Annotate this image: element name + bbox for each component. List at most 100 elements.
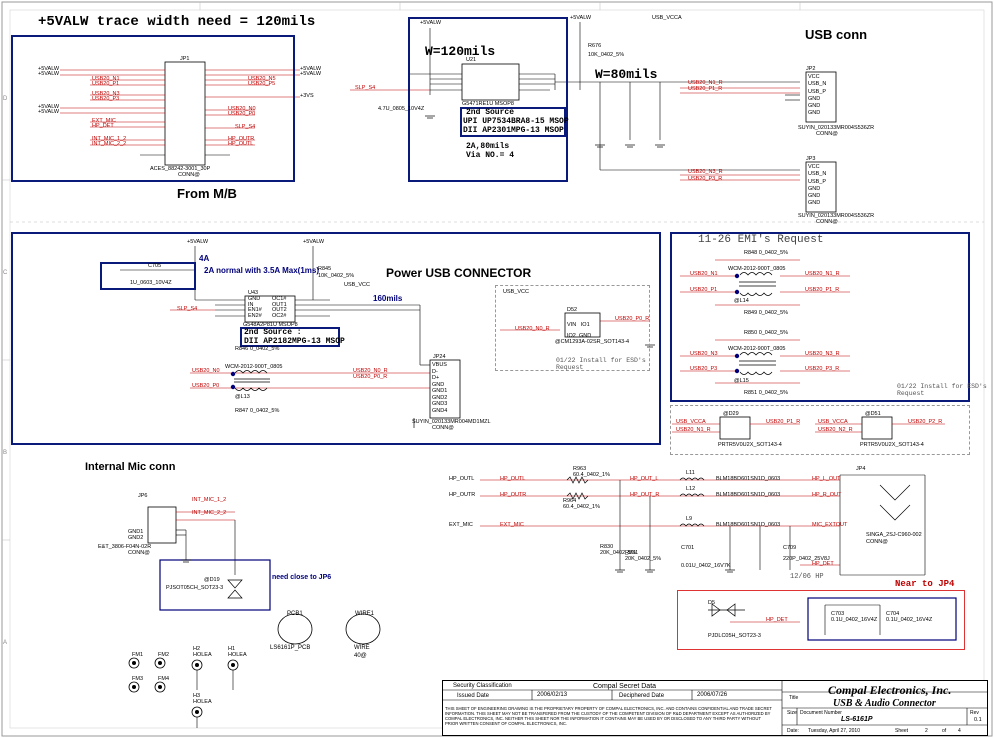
emi-in-0: USB20_N1 [690, 271, 718, 277]
v5alw-top-2: +5VALW [570, 15, 592, 21]
c465-val: 4.7U_0805_10V4Z [378, 106, 425, 112]
title-label: Title [789, 695, 799, 701]
second-source-1-e: Via NO.= 4 [466, 151, 515, 160]
usb-p0r-pu: USB20_P0_R [353, 374, 388, 380]
jp24-part: SUYIN_020133MR004MD1MZL [412, 419, 491, 425]
jp3-conn: CONN@ [816, 219, 838, 225]
hp-det-audio: HP_DET [812, 561, 834, 567]
jp2-conn: CONN@ [816, 131, 838, 137]
pcb-name: LS6161P_PCB [270, 645, 311, 651]
l13-ref: @L13 [235, 394, 250, 400]
v5alw-top-1: +5VALW [420, 20, 442, 26]
r847-ref: R847 [235, 408, 249, 414]
d5-part: PJDLC05H_SOT23-3 [708, 633, 761, 639]
jp1-right-net: +5VALW [300, 71, 322, 77]
note-4a: 4A [199, 254, 210, 263]
r848: R848 0_0402_5% [744, 250, 789, 256]
l12-val: BLM18BD601SN1D_0603 [716, 492, 781, 498]
usb-n0r-pu: USB20_N0_R [353, 368, 388, 374]
deciphered: Deciphered Date [619, 693, 665, 699]
r845-val: 10K_0402_5% [318, 273, 355, 279]
emi-in-1: USB20_P1 [690, 287, 718, 293]
jp2-ref: JP2 [806, 66, 816, 72]
jp6-ref: JP6 [138, 493, 148, 499]
second-source-1-c: DII AP2301MPG-13 MSOP [463, 126, 564, 135]
rev-label: Rev [970, 710, 979, 716]
jp1-left-net: +5VALW [38, 66, 60, 72]
jp1-right-net: HP_OUTR [228, 136, 255, 142]
jp1-left-net: +5VALW [38, 71, 60, 77]
jp1-left-net: +5VALW [38, 104, 60, 110]
esd-dash-box-1 [495, 285, 650, 371]
c701-val: 0.01U_0402_16V7K [681, 563, 731, 569]
deciphered-val: 2006/07/26 [697, 692, 728, 698]
l11: L11 [686, 470, 695, 476]
sheet-title: USB & Audio Connector [833, 698, 936, 709]
date: Tuesday, April 27, 2010 [808, 728, 860, 734]
d29-part: PRTR5V0U2X_SOT143-4 [718, 442, 782, 448]
d51-p2r: USB20_P2_R [908, 419, 943, 425]
trace-width-note: +5VALW trace width need = 120mils [38, 14, 316, 30]
int-mic-2-2: INT_MIC_2_2 [192, 510, 227, 516]
second-source-1-b: UPI UP7534BRA8-15 MSOP [463, 117, 569, 126]
w120-label: W=120mils [425, 44, 496, 59]
sheet-num: 2 [925, 728, 928, 734]
w80-label: W=80mils [595, 67, 658, 82]
int-mic-1-2: INT_MIC_1_2 [192, 497, 227, 503]
second-source-1-a: 2nd Source [466, 108, 515, 117]
v5alw-pu-1: +5VALW [187, 239, 209, 245]
wire-val: WIRE [354, 645, 370, 651]
wcm-1: WCM-2012-900T_0805 [728, 266, 786, 272]
jp2-part: SUYIN_020133MR004S536ZR [798, 125, 875, 131]
jp1-right-net: USB20_N0 [228, 106, 256, 112]
internal-mic-title: Internal Mic conn [85, 461, 176, 473]
esd-box-2 [670, 405, 970, 455]
r846-val: 0_0402_5% [250, 346, 280, 352]
c705-val: 1U_0603_10V4Z [130, 280, 172, 286]
sheet-total: 4 [958, 728, 961, 734]
fm2: FM2 [158, 652, 169, 658]
jp1-left-net: INT_MIC_1_2 [92, 136, 127, 142]
jp1-right-net: HP_OUTL [228, 141, 254, 147]
mic-extout: MIC_EXTOUT [812, 522, 848, 528]
slp-s4-top: SLP_S4 [355, 85, 376, 91]
title-block-lines [442, 680, 988, 736]
l9: L9 [686, 516, 693, 522]
r676-ref: R676 [588, 43, 602, 49]
u43-part: G548A2P81U MSOP8 [243, 322, 298, 328]
usb-n0-pu: USB20_N0 [192, 368, 220, 374]
hp-outl-in: HP_OUTL [449, 476, 475, 482]
d29-p1r: USB20_P1_R [766, 419, 801, 425]
second-source-box-2 [240, 327, 340, 347]
wire-ref: WIRE1 [355, 611, 375, 617]
jp1-part: ACES_88242-3001_30P [150, 166, 211, 172]
from-mb-box [11, 35, 295, 182]
from-mb-title: From M/B [177, 186, 237, 201]
u21-ref: U21 [466, 57, 477, 63]
jp6-part: E&T_3806-F04N-02R [98, 544, 152, 550]
doc-num: LS-6161P [841, 716, 873, 723]
issued-val: 2006/02/13 [537, 692, 568, 698]
emi-out-0: USB20_N1_R [805, 271, 840, 277]
company: Compal Electronics, Inc. [828, 683, 952, 697]
second-source-2-b: DII AP2182MPG-13 MSOP [244, 337, 345, 346]
wcm-2: WCM-2012-900T_0805 [728, 346, 786, 352]
jp24-ref: JP24 [433, 354, 446, 360]
d51-vcca: USB_VCCA [818, 419, 848, 425]
second-source-2-a: 2nd Source : [244, 328, 302, 337]
emi-title: 11-26 EMI's Request [698, 234, 824, 246]
jp1-left-net: USB20_P1 [92, 81, 120, 87]
sec-class: Security Classification [453, 683, 512, 689]
hp-note: 12/06 HP [790, 573, 824, 581]
usb-n0r-d52: USB20_N0_R [515, 326, 550, 332]
jp1-right-net: USB20_P5 [248, 81, 276, 87]
need-close-note: need close to JP6 [272, 574, 332, 581]
d51-part: PRTR5V0U2X_SOT143-4 [860, 442, 924, 448]
d51-n2r: USB20_N2_R [818, 427, 853, 433]
r851: R851 0_0402_5% [744, 390, 789, 396]
